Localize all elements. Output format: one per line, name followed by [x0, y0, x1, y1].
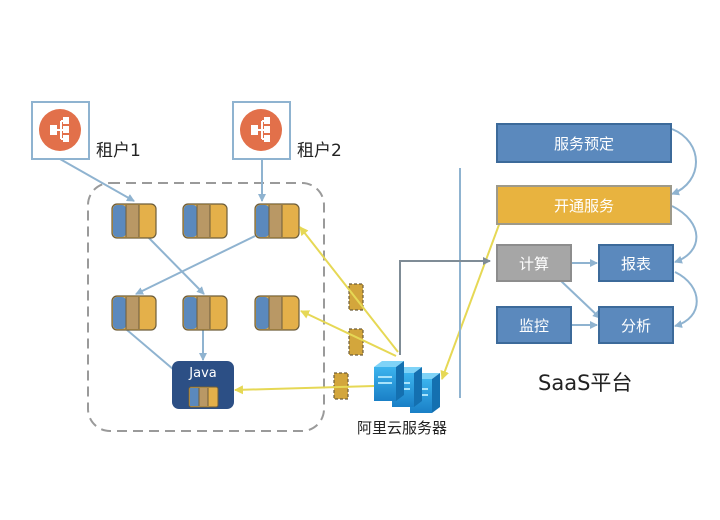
container-5[interactable] — [182, 295, 228, 331]
billing-box[interactable]: 计算 — [496, 244, 572, 282]
flow-billing-to-analysis — [559, 279, 601, 319]
container-3[interactable] — [254, 203, 300, 239]
container-6[interactable] — [254, 295, 300, 331]
activate-service-box[interactable]: 开通服务 — [496, 185, 672, 225]
deploy-arrow-3 — [234, 385, 375, 395]
report-box[interactable]: 报表 — [598, 244, 674, 282]
java-label: Java — [189, 366, 217, 381]
tenant-2-icon[interactable] — [232, 101, 291, 160]
analysis-box[interactable]: 分析 — [598, 306, 674, 344]
deploy-arrow-2 — [300, 310, 397, 357]
container-cluster-boundary — [87, 182, 325, 432]
server-billing-connector — [399, 257, 491, 355]
container-1[interactable] — [111, 203, 157, 239]
deploy-arrow-1 — [299, 226, 399, 353]
deploy-arrows — [234, 221, 501, 395]
flow-report-to-analysis — [674, 271, 698, 328]
flow-booking-to-activate — [671, 128, 697, 196]
flow-activate-to-report — [671, 205, 698, 264]
tenant-2-label: 租户2 — [297, 141, 342, 161]
tenant-connectors — [59, 158, 266, 382]
tenant-1-connector — [59, 158, 135, 202]
monitoring-box[interactable]: 监控 — [496, 306, 572, 344]
package-icon-2 — [348, 328, 364, 356]
container-link-1 — [146, 235, 205, 295]
java-runtime-box[interactable] — [172, 361, 234, 409]
container-link-2 — [135, 235, 256, 295]
saas-platform-title: SaaS平台 — [538, 371, 633, 395]
server-icon[interactable] — [374, 361, 440, 413]
deploy-arrow-4 — [440, 221, 501, 380]
service-booking-box[interactable]: 服务预定 — [496, 123, 672, 163]
server-label: 阿里云服务器 — [357, 419, 448, 437]
saas-flow-arrows — [559, 128, 698, 329]
tenant-1-label: 租户1 — [96, 141, 141, 161]
container-4[interactable] — [111, 295, 157, 331]
tenant-1-icon[interactable] — [31, 101, 90, 160]
container-2[interactable] — [182, 203, 228, 239]
